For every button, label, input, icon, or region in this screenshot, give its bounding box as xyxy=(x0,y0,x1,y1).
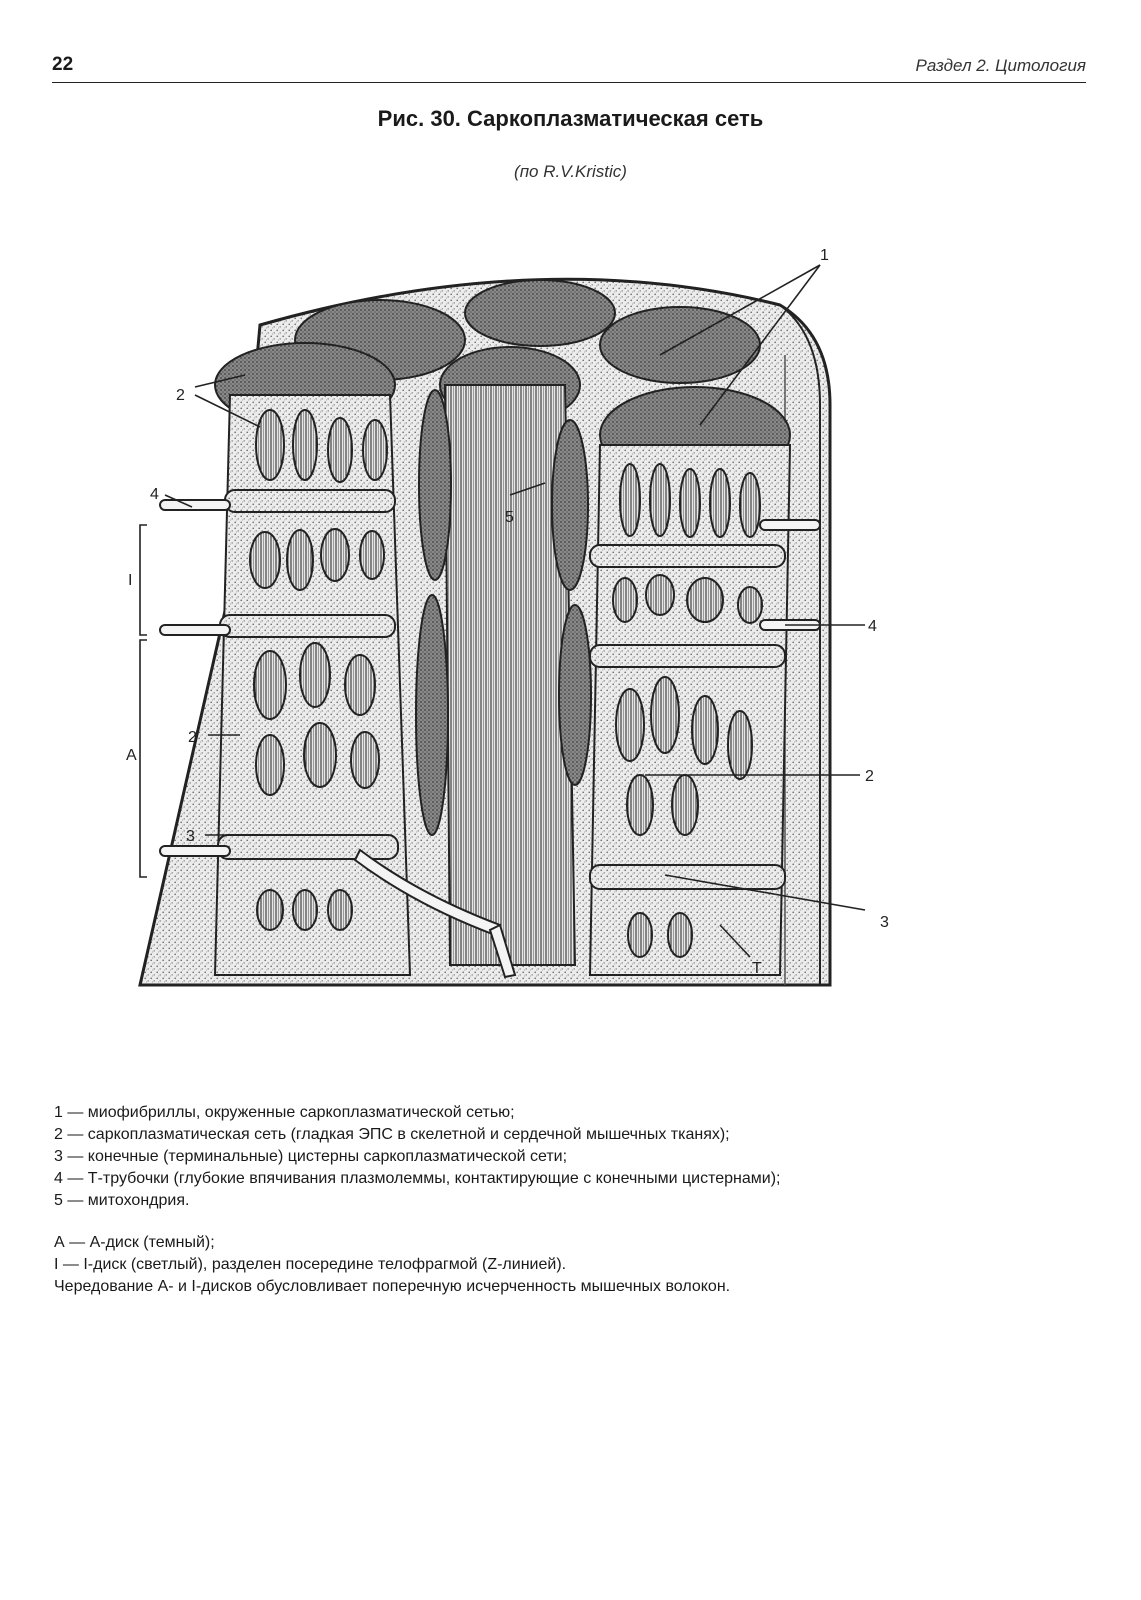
terminal-cisterns xyxy=(217,489,786,890)
callout-3-right: 3 xyxy=(880,914,889,931)
sarcoplasmic-reticulum-illustration: 1 2 4 5 I 4 2 A 2 3 3 T xyxy=(120,245,940,1015)
callout-2-left: 2 xyxy=(188,729,197,746)
callout-4-right: 4 xyxy=(868,618,877,635)
legend-note: Чередование А- и I-дисков обусловливает … xyxy=(54,1278,731,1295)
callout-2-right: 2 xyxy=(865,768,874,785)
page-number: 22 xyxy=(52,54,74,75)
sr-network-right xyxy=(612,463,763,958)
callout-4-left: 4 xyxy=(150,486,159,503)
figure-credit: (по R.V.Kristic) xyxy=(514,162,627,181)
callout-i-band: I xyxy=(128,572,132,589)
sarcolemma-layer xyxy=(779,304,821,985)
section-title: Раздел 2. Цитология xyxy=(915,56,1086,75)
page-header: 22 Раздел 2. Цитология xyxy=(52,54,1086,83)
callout-3-left: 3 xyxy=(186,828,195,845)
legend-item: 3 — конечные (терминальные) цистерны сар… xyxy=(54,1148,568,1165)
legend-note: I — I-диск (светлый), разделен посередин… xyxy=(54,1256,567,1273)
figure-legend: 1 — миофибриллы, окруженные саркоплазмат… xyxy=(54,1102,1094,1298)
callout-a-band: A xyxy=(126,747,137,764)
legend-item: 4 — Т-трубочки (глубокие впячивания плаз… xyxy=(54,1170,781,1187)
legend-item: 5 — митохондрия. xyxy=(54,1192,190,1209)
callout-t: T xyxy=(752,960,762,977)
leader-lines xyxy=(139,264,866,958)
myofibril-top xyxy=(599,306,761,384)
legend-note: А — А-диск (темный); xyxy=(54,1234,215,1251)
mitochondria xyxy=(415,389,592,836)
legend-item: 1 — миофибриллы, окруженные саркоплазмат… xyxy=(54,1104,515,1121)
myofibril-column-right xyxy=(588,444,792,976)
callout-1: 1 xyxy=(820,247,829,264)
sr-network-left xyxy=(249,409,388,931)
legend-spacer xyxy=(54,1212,1094,1232)
illustration-svg: 1 2 4 5 I 4 2 A 2 3 3 T xyxy=(126,247,889,987)
myofibril-striated xyxy=(443,384,577,966)
legend-item: 2 — саркоплазматическая сеть (гладкая ЭП… xyxy=(54,1126,730,1143)
figure-title: Рис. 30. Саркоплазматическая сеть xyxy=(377,106,764,131)
callout-5: 5 xyxy=(505,509,514,526)
myofibril-top xyxy=(464,279,616,347)
t-tubules xyxy=(159,499,821,979)
callout-2-top: 2 xyxy=(176,387,185,404)
